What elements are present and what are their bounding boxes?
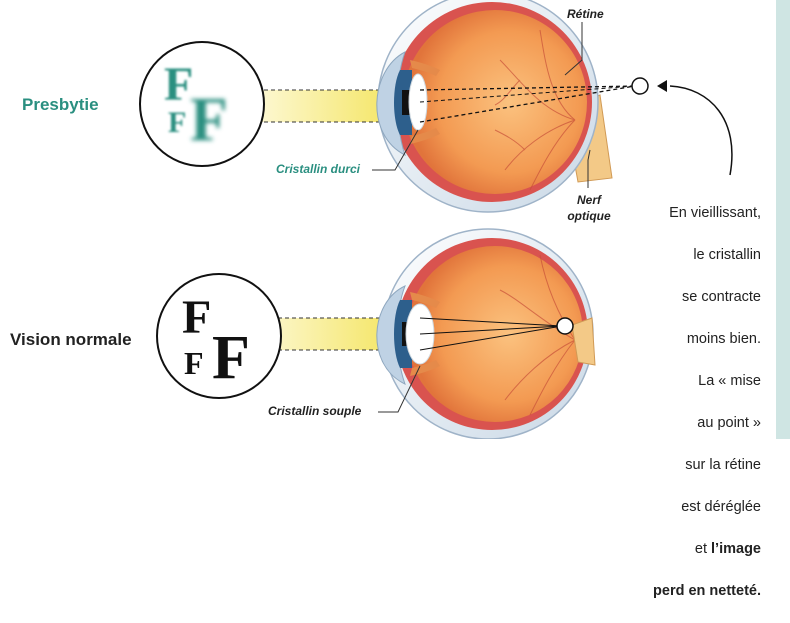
letter-bottom-big: F (212, 324, 250, 392)
flexible-lens-label: Cristallin souple (268, 404, 361, 418)
explanation-line: En vieillissant, (601, 203, 761, 224)
explanation-text: En vieillissant, le cristallin se contra… (601, 182, 761, 623)
explanation-line: le cristallin (601, 245, 761, 266)
focal-point-top (632, 78, 648, 94)
explanation-bold-2: perd en netteté. (601, 581, 761, 602)
presbyopia-eye-group (250, 0, 732, 212)
letter-bottom-small-back: F (182, 291, 211, 344)
explanation-line: La « mise (601, 371, 761, 392)
explanation-line: moins bien. (601, 329, 761, 350)
letter-top-big: F (190, 86, 228, 154)
presbyopia-diagram: F F F F F F Presbytie Vision normale Rét… (0, 0, 790, 439)
letter-top-small: F (168, 106, 186, 139)
blurred-letters-lens: F F F (140, 42, 264, 166)
sharp-letters-lens: F F F (157, 274, 281, 398)
explanation-line-final: et l’image (601, 539, 761, 560)
letter-top-small-back: F (164, 58, 193, 111)
explanation-bold-2-text: perd en netteté. (653, 583, 761, 599)
explanation-line: est déréglée (601, 497, 761, 518)
hardened-lens-label: Cristallin durci (276, 162, 360, 176)
presbyopia-label: Presbytie (22, 95, 99, 115)
side-accent-bar (776, 0, 790, 439)
focal-point-bottom (557, 318, 573, 334)
normal-vision-label: Vision normale (10, 330, 132, 350)
explanation-line: se contracte (601, 287, 761, 308)
hardened-lens (409, 74, 427, 130)
explanation-prefix: et (695, 541, 711, 557)
curved-pointer (670, 86, 732, 175)
explanation-line: au point » (601, 413, 761, 434)
explanation-bold-1: l’image (711, 541, 761, 557)
arrow-head (657, 80, 667, 92)
explanation-line: sur la rétine (601, 455, 761, 476)
retina-label: Rétine (567, 7, 604, 21)
letter-bottom-small: F (184, 345, 204, 381)
